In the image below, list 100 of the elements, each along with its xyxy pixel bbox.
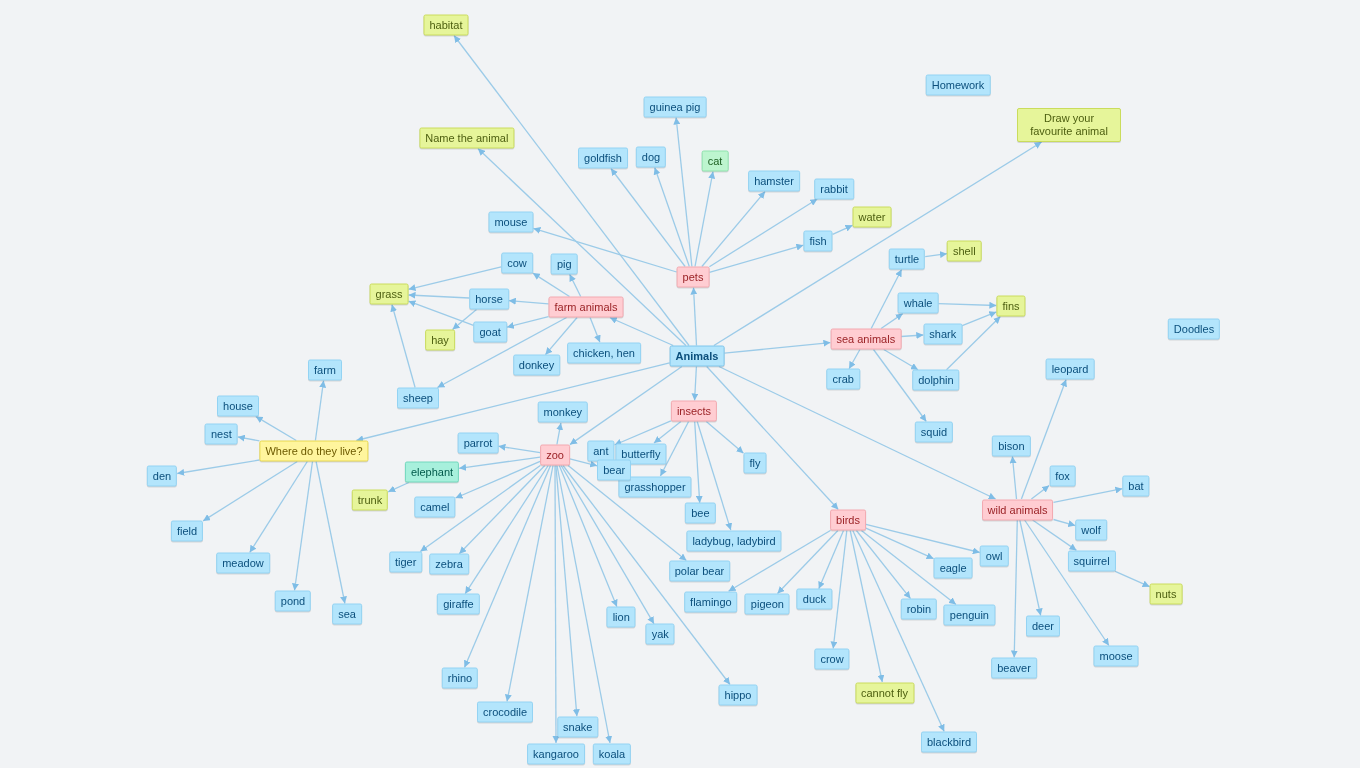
- connector-arrow: [872, 348, 927, 423]
- connector-arrow: [355, 362, 671, 443]
- connector-arrow: [458, 464, 546, 555]
- note-box: nuts: [1149, 583, 1183, 605]
- connector-arrow: [569, 458, 598, 468]
- subtopic-box: pig: [550, 253, 578, 275]
- connector-arrow: [504, 464, 554, 703]
- connector-arrow: [463, 464, 552, 669]
- subtopic-box: squirrel: [1067, 550, 1116, 572]
- subtopic-box: beaver: [991, 657, 1037, 679]
- connector-arrow: [407, 300, 475, 326]
- connector-arrow: [900, 332, 924, 339]
- subtopic-box: Homework: [925, 74, 991, 96]
- connector-arrow: [924, 251, 948, 259]
- connector-arrow: [387, 481, 410, 493]
- main-topic-box: wild animals: [981, 499, 1054, 520]
- subtopic-box: hippo: [718, 684, 758, 706]
- note-box: trunk: [351, 489, 389, 511]
- subtopic-box: mouse: [488, 211, 534, 233]
- connector-arrow: [1019, 519, 1043, 617]
- subtopic-box: shark: [923, 323, 963, 345]
- connector-arrow: [694, 170, 716, 268]
- connector-arrow: [653, 166, 690, 268]
- subtopic-box: crab: [826, 368, 860, 390]
- connector-arrow: [653, 420, 682, 444]
- connector-arrow: [568, 273, 582, 298]
- subtopic-box: tiger: [388, 551, 423, 573]
- connector-arrow: [569, 365, 683, 446]
- connector-arrow: [1030, 484, 1050, 500]
- connector-arrow: [696, 420, 733, 531]
- connector-arrow: [723, 339, 832, 354]
- connector-arrow: [589, 316, 601, 343]
- subtopic-box: fly: [743, 452, 767, 474]
- subtopic-box: zebra: [429, 553, 469, 575]
- connector-arrow: [870, 268, 903, 330]
- connector-arrow: [831, 224, 854, 236]
- connector-arrow: [673, 116, 693, 268]
- subtopic-box: field: [170, 520, 204, 542]
- subtopic-box: dolphin: [912, 369, 960, 391]
- connector-arrow: [497, 443, 541, 454]
- note-box: Draw your favourite animal: [1017, 108, 1121, 142]
- subtopic-box: guinea pig: [643, 96, 707, 118]
- connector-arrow: [558, 464, 618, 608]
- connector-arrow: [562, 464, 731, 686]
- connector-arrow: [718, 365, 997, 500]
- central-topic-box: Animals: [669, 345, 725, 367]
- connector-arrow: [659, 420, 690, 477]
- subtopic-box: duck: [796, 588, 832, 610]
- connector-arrow: [407, 266, 502, 292]
- subtopic-box: robin: [900, 598, 938, 620]
- connector-arrow: [458, 456, 541, 471]
- note-box: grass: [369, 283, 409, 305]
- subtopic-box: squid: [914, 421, 954, 443]
- main-topic-box: insects: [670, 400, 718, 422]
- connector-arrow: [477, 147, 687, 347]
- connector-arrow: [727, 529, 832, 592]
- connector-arrow: [255, 415, 297, 442]
- connector-arrow: [315, 460, 347, 605]
- subtopic-box: eagle: [933, 557, 973, 578]
- connector-arrow: [849, 529, 885, 683]
- connector-arrow: [556, 464, 613, 744]
- connector-arrow: [1009, 455, 1018, 500]
- connector-arrow: [560, 464, 655, 625]
- subtopic-box: giraffe: [437, 593, 480, 615]
- subtopic-box: pond: [274, 590, 312, 612]
- connector-arrow: [860, 529, 957, 606]
- note-box: fins: [996, 295, 1026, 317]
- subtopic-box: goldfish: [578, 147, 628, 169]
- connector-arrow: [830, 529, 848, 650]
- subtopic-box: flamingo: [684, 591, 738, 613]
- subtopic-box: fox: [1049, 465, 1076, 487]
- subtopic-box: cat: [701, 150, 729, 172]
- connector-arrow: [883, 348, 919, 371]
- subtopic-box: snake: [557, 716, 599, 738]
- subtopic-box: blackbird: [921, 731, 977, 753]
- connector-arrow: [532, 272, 571, 298]
- subtopic-box: rhino: [441, 667, 479, 689]
- subtopic-box: farm: [308, 359, 342, 381]
- connector-arrow: [237, 434, 261, 442]
- subtopic-box: cow: [501, 252, 533, 274]
- subtopic-box: donkey: [512, 354, 561, 376]
- connector-arrow: [705, 420, 745, 454]
- subtopic-box: leopard: [1045, 358, 1095, 380]
- note-box: shell: [947, 240, 982, 262]
- connector-arrow: [937, 301, 998, 309]
- connector-arrow: [609, 316, 674, 347]
- note-box: cannot fly: [854, 682, 915, 703]
- subtopic-box: owl: [979, 545, 1009, 567]
- subtopic-box: turtle: [888, 248, 926, 270]
- connector-arrow: [419, 464, 541, 553]
- subtopic-box: elephant: [404, 461, 460, 483]
- subtopic-box: crocodile: [477, 701, 533, 723]
- main-topic-box: zoo: [540, 444, 570, 466]
- connector-arrow: [555, 464, 580, 717]
- connector-arrow: [880, 312, 904, 330]
- subtopic-box: nest: [205, 423, 238, 445]
- main-topic-box: birds: [830, 509, 866, 531]
- subtopic-box: bear: [597, 459, 632, 481]
- note-box: Name the animal: [419, 127, 515, 149]
- subtopic-box: rabbit: [814, 178, 854, 199]
